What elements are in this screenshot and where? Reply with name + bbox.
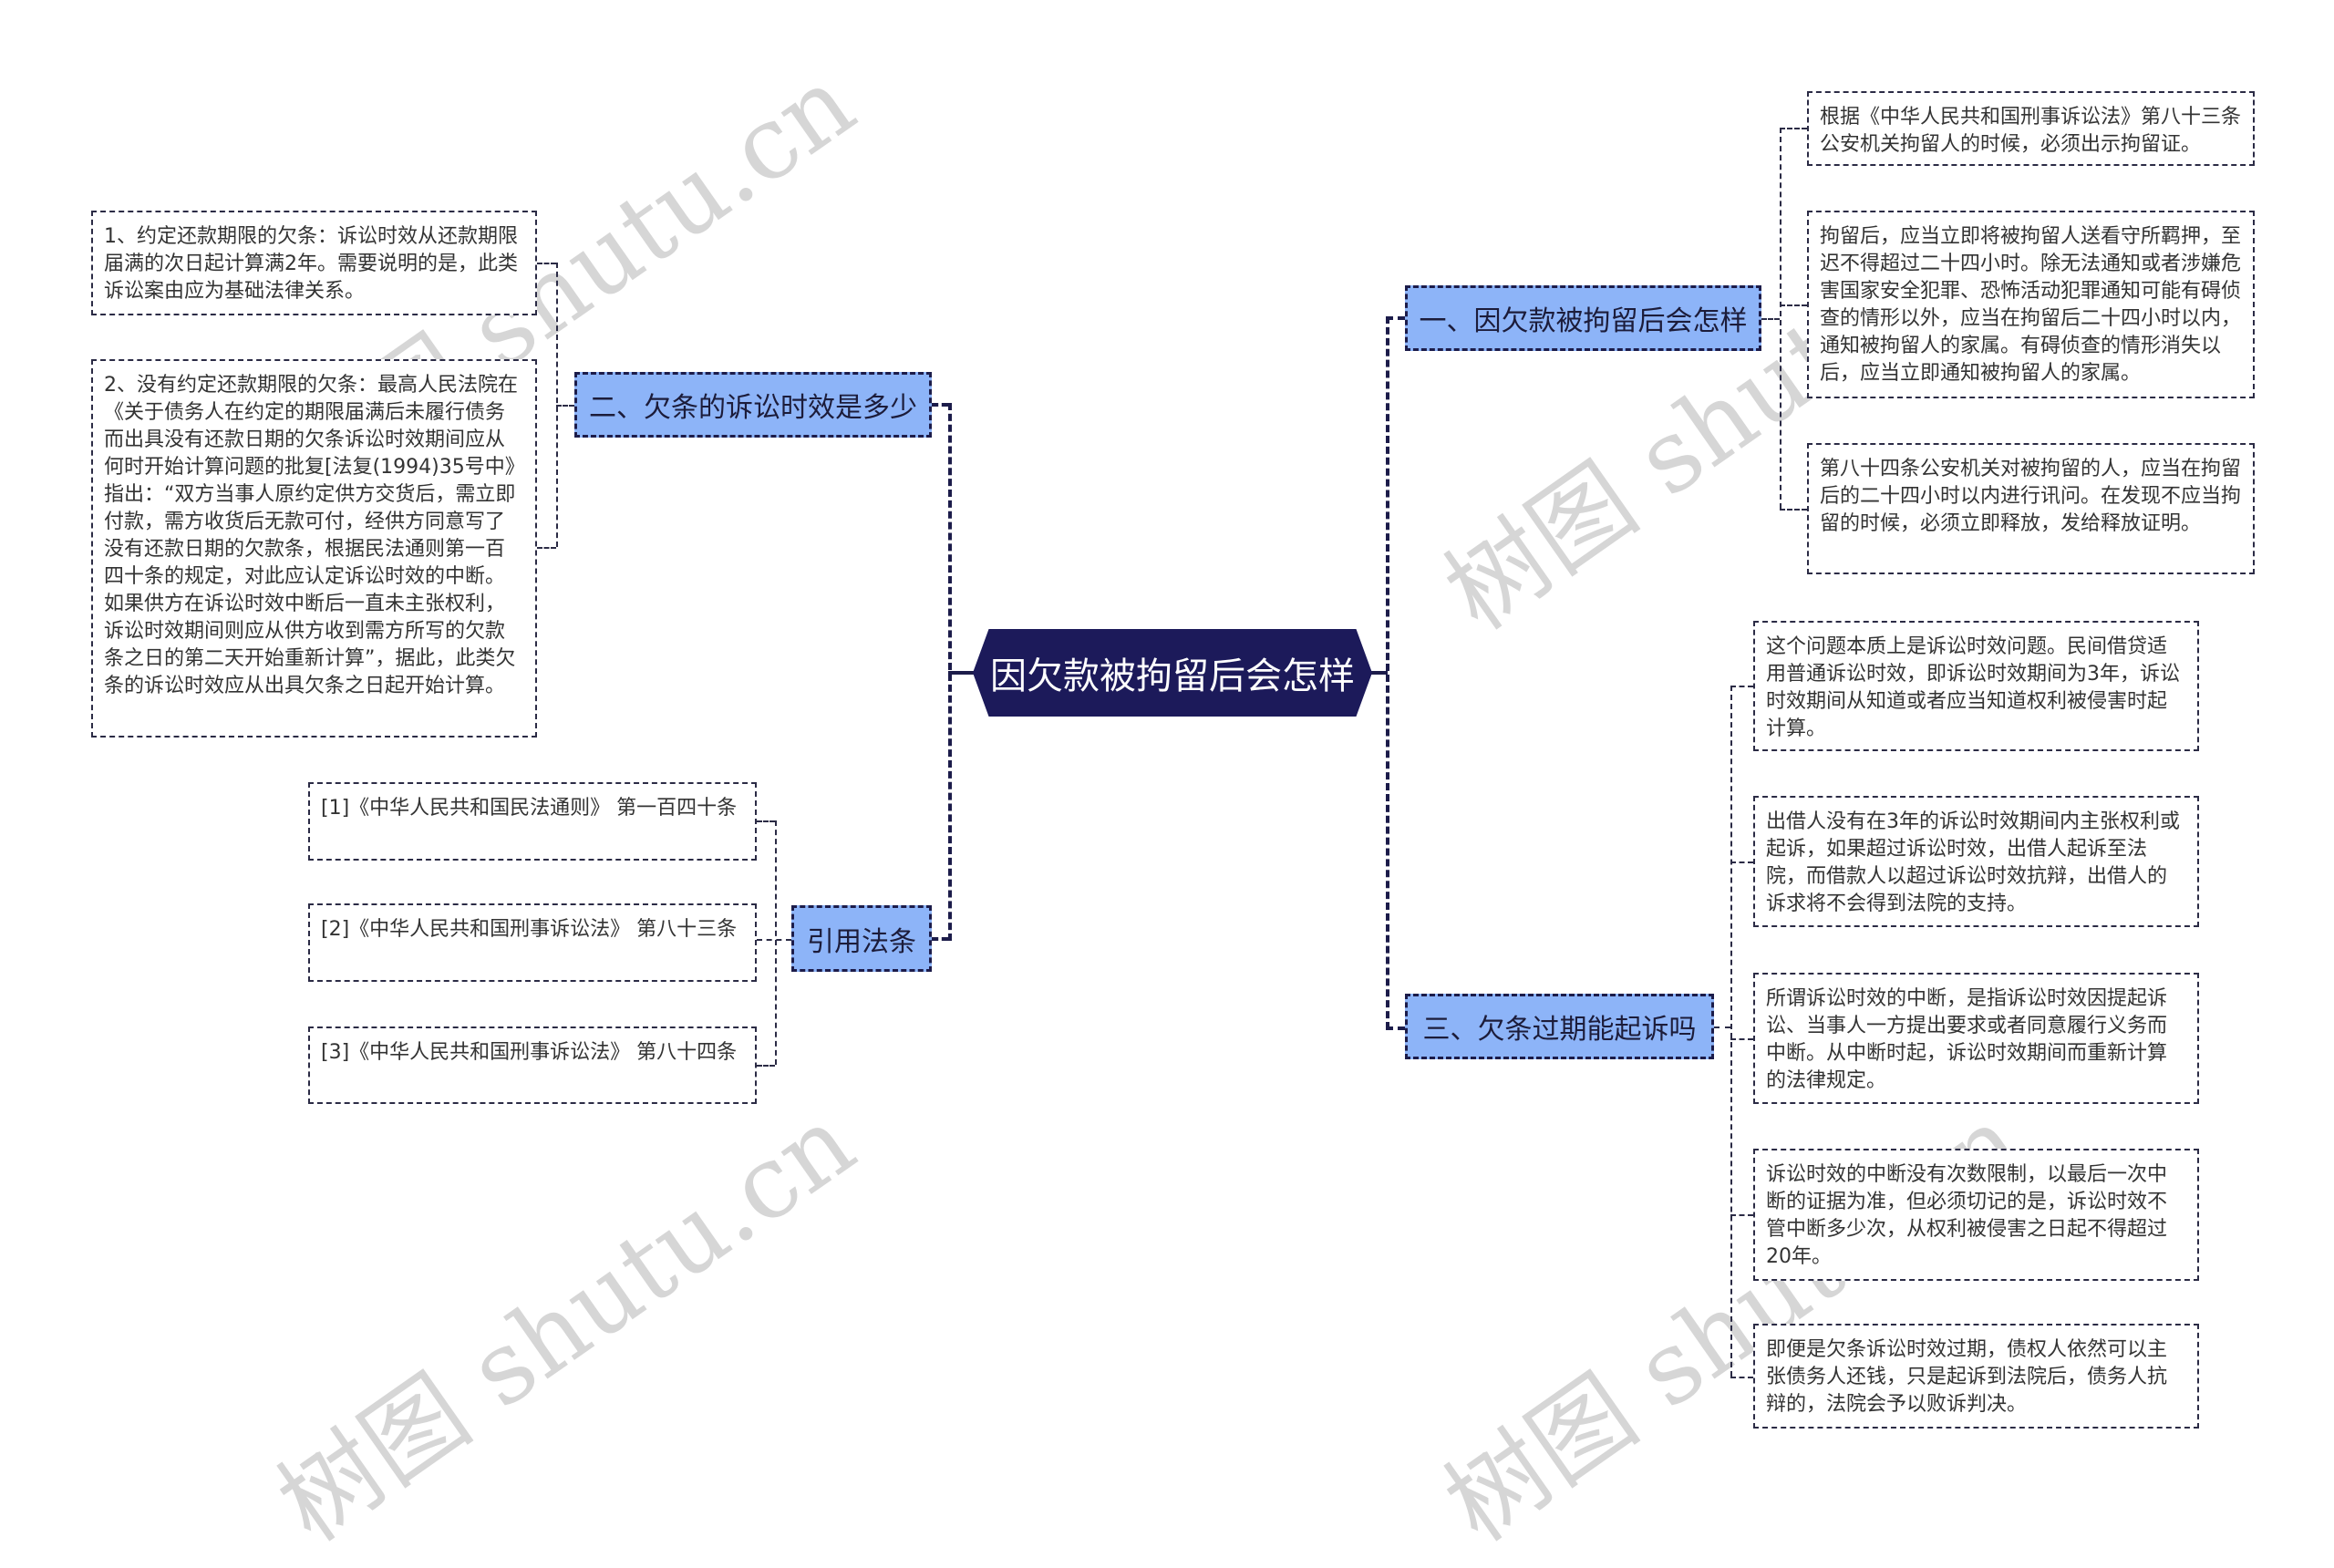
- branch2-stub: [932, 403, 948, 407]
- branch-statute-of-limitations[interactable]: 二、欠条的诉讼时效是多少: [574, 372, 932, 438]
- leaf-stub: [1730, 861, 1753, 863]
- branch-label: 一、因欠款被拘留后会怎样: [1419, 305, 1748, 337]
- branch1-stub: [1386, 316, 1405, 320]
- watermark: 树图 shutu.cn: [1425, 1083, 2042, 1564]
- branch-detention-consequences[interactable]: 一、因欠款被拘留后会怎样: [1405, 285, 1761, 351]
- citation-node[interactable]: [2]《中华人民共和国刑事诉讼法》 第八十三条: [308, 903, 757, 982]
- citation-node[interactable]: [1]《中华人民共和国民法通则》 第一百四十条: [308, 782, 757, 861]
- branch3-stub: [1386, 1026, 1405, 1030]
- leaf-node[interactable]: 第八十四条公安机关对被拘留的人，应当在拘留后的二十四小时以内进行讯问。在发现不应…: [1807, 443, 2255, 574]
- center-left-stub: [948, 671, 976, 675]
- branch1-connector-stub: [1761, 318, 1780, 320]
- leaf-stub: [1730, 1038, 1753, 1040]
- leaf-text: 出借人没有在3年的诉讼时效期间内主张权利或起诉，如果超过诉讼时效，出借人起诉至法…: [1766, 810, 2180, 915]
- central-topic-label: 因欠款被拘留后会怎样: [990, 655, 1355, 697]
- branch-label: 引用法条: [807, 925, 916, 958]
- leaf-text: [3]《中华人民共和国刑事诉讼法》 第八十四条: [321, 1041, 738, 1064]
- branch4-stub: [932, 937, 948, 941]
- leaf-text: [1]《中华人民共和国民法通则》 第一百四十条: [321, 797, 738, 820]
- leaf-text: 2、没有约定还款期限的欠条：最高人民法院在《关于债务人在约定的期限届满后未履行债…: [104, 374, 518, 697]
- leaf-text: 根据《中华人民共和国刑事诉讼法》第八十三条公安机关拘留人的时候，必须出示拘留证。: [1820, 106, 2242, 156]
- leaf-stub: [1780, 304, 1807, 306]
- branch1-leaf-connector: [1780, 128, 1781, 509]
- branch-cited-laws[interactable]: 引用法条: [791, 905, 932, 972]
- citation-node[interactable]: [3]《中华人民共和国刑事诉讼法》 第八十四条: [308, 1026, 757, 1104]
- leaf-stub: [1730, 686, 1753, 687]
- leaf-text: 所谓诉讼时效的中断，是指诉讼时效因提起诉讼、当事人一方提出要求或者同意履行义务而…: [1766, 987, 2168, 1092]
- leaf-stub: [757, 820, 775, 822]
- leaf-stub: [1780, 509, 1807, 511]
- watermark: 树图 shutu.cn: [258, 1083, 875, 1564]
- center-right-stub: [1368, 671, 1388, 675]
- right-main-connector: [1386, 316, 1389, 1029]
- leaf-node[interactable]: 拘留后，应当立即将被拘留人送看守所羁押，至迟不得超过二十四小时。除无法通知或者涉…: [1807, 211, 2255, 398]
- central-topic[interactable]: 因欠款被拘留后会怎样: [973, 629, 1372, 717]
- leaf-stub: [1780, 128, 1807, 129]
- branch4-connector-stub: [757, 939, 791, 941]
- leaf-stub: [537, 263, 556, 264]
- branch-label: 二、欠条的诉讼时效是多少: [589, 392, 917, 424]
- branch-expired-iou-lawsuit[interactable]: 三、欠条过期能起诉吗: [1405, 994, 1714, 1059]
- leaf-text: 诉讼时效的中断没有次数限制，以最后一次中断的证据为准，但必须切记的是，诉讼时效不…: [1766, 1163, 2168, 1268]
- leaf-stub: [1730, 1214, 1753, 1216]
- leaf-text: [2]《中华人民共和国刑事诉讼法》 第八十三条: [321, 918, 738, 941]
- leaf-text: 1、约定还款期限的欠条：诉讼时效从还款期限届满的次日起计算满2年。需要说明的是，…: [104, 225, 518, 303]
- leaf-text: 拘留后，应当立即将被拘留人送看守所羁押，至迟不得超过二十四小时。除无法通知或者涉…: [1820, 225, 2242, 385]
- leaf-text: 这个问题本质上是诉讼时效问题。民间借贷适用普通诉讼时效，即诉讼时效期间为3年，诉…: [1766, 635, 2180, 740]
- leaf-node[interactable]: 即便是欠条诉讼时效过期，债权人依然可以主张债务人还钱，只是起诉到法院后，债务人抗…: [1753, 1324, 2199, 1429]
- leaf-node[interactable]: 1、约定还款期限的欠条：诉讼时效从还款期限届满的次日起计算满2年。需要说明的是，…: [91, 211, 537, 315]
- branch2-connector-stub: [556, 405, 574, 407]
- branch3-connector-stub: [1714, 1026, 1730, 1028]
- leaf-stub: [1730, 1377, 1753, 1378]
- leaf-node[interactable]: 2、没有约定还款期限的欠条：最高人民法院在《关于债务人在约定的期限届满后未履行债…: [91, 359, 537, 738]
- leaf-node[interactable]: 根据《中华人民共和国刑事诉讼法》第八十三条公安机关拘留人的时候，必须出示拘留证。: [1807, 91, 2255, 166]
- leaf-node[interactable]: 所谓诉讼时效的中断，是指诉讼时效因提起诉讼、当事人一方提出要求或者同意履行义务而…: [1753, 973, 2199, 1104]
- branch-label: 三、欠条过期能起诉吗: [1422, 1014, 1697, 1046]
- leaf-text: 即便是欠条诉讼时效过期，债权人依然可以主张债务人还钱，只是起诉到法院后，债务人抗…: [1766, 1338, 2168, 1416]
- branch4-leaf-connector: [775, 820, 777, 1065]
- leaf-node[interactable]: 出借人没有在3年的诉讼时效期间内主张权利或起诉，如果超过诉讼时效，出借人起诉至法…: [1753, 796, 2199, 927]
- branch3-leaf-connector: [1730, 686, 1732, 1377]
- leaf-node[interactable]: 这个问题本质上是诉讼时效问题。民间借贷适用普通诉讼时效，即诉讼时效期间为3年，诉…: [1753, 621, 2199, 751]
- leaf-text: 第八十四条公安机关对被拘留的人，应当在拘留后的二十四小时以内进行讯问。在发现不应…: [1820, 458, 2242, 535]
- leaf-stub: [537, 547, 556, 549]
- leaf-node[interactable]: 诉讼时效的中断没有次数限制，以最后一次中断的证据为准，但必须切记的是，诉讼时效不…: [1753, 1149, 2199, 1281]
- leaf-stub: [757, 1065, 775, 1067]
